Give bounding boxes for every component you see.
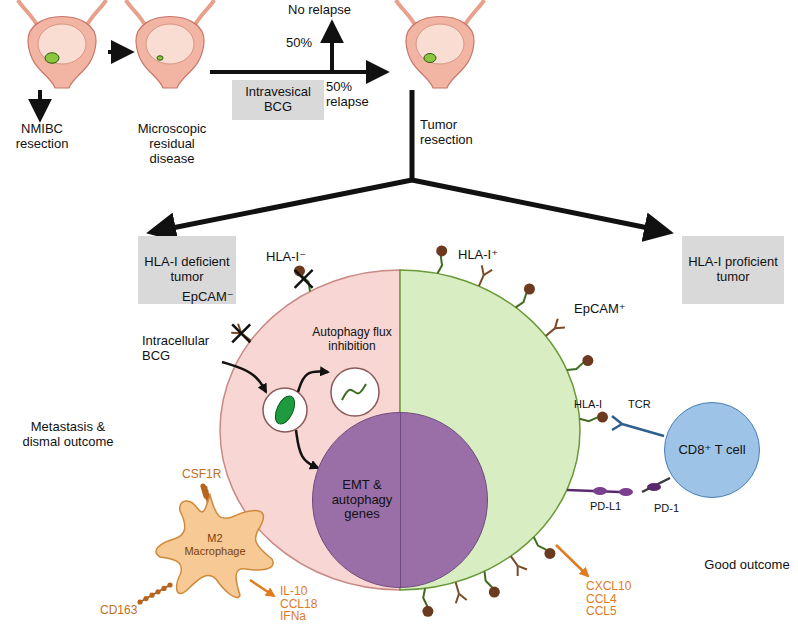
node-text: Intravesical BCG	[236, 85, 320, 115]
autophagosome-cargo	[342, 384, 366, 400]
arrow	[298, 371, 328, 392]
cross-mark	[295, 270, 313, 288]
node-text: CD8⁺ T cell	[678, 443, 745, 458]
arrow	[296, 430, 318, 468]
hla-molecule	[567, 355, 593, 370]
pd-l1-molecule	[619, 488, 633, 496]
pd-l1-molecule	[593, 487, 607, 495]
label: HLA-I⁺	[458, 248, 498, 263]
bladder-illustration	[126, 0, 214, 88]
bladder-illustration	[396, 0, 484, 88]
branch-arrow	[412, 180, 668, 232]
epcam-molecule	[511, 556, 527, 576]
label: PD-L1	[590, 500, 621, 513]
cell-divider	[400, 413, 401, 587]
cytokine-arrow	[556, 545, 588, 576]
tcr-receptor	[622, 424, 664, 436]
label: PD-1	[654, 502, 679, 515]
epcam-molecule	[456, 582, 467, 603]
epcam-molecule	[546, 319, 565, 336]
label: CD163	[100, 604, 137, 618]
grey-box: Intravesical BCG	[232, 80, 324, 120]
pd-1-molecule	[647, 483, 661, 491]
label: HLA-I⁻	[266, 250, 306, 265]
branch-line	[410, 90, 415, 180]
label: Microscopic residual disease	[126, 122, 218, 167]
node-text: EMT & autophagy genes	[327, 478, 397, 523]
label: HLA-I	[574, 398, 602, 411]
nucleus: EMT & autophagy genes	[312, 412, 488, 588]
tcr-receptor	[612, 416, 622, 424]
tcr-receptor	[612, 424, 622, 430]
arrow	[38, 90, 42, 118]
label: EpCAM⁺	[574, 302, 626, 317]
bladder-illustration	[18, 0, 106, 88]
label: TCR	[628, 398, 651, 411]
label: Good outcome	[702, 558, 792, 573]
branch-arrow	[152, 180, 412, 232]
label: Metastasis & dismal outcome	[12, 420, 124, 450]
receptor-chain	[137, 582, 172, 604]
hla-molecule	[580, 412, 608, 423]
label: IL-10 CCL18 IFNa	[280, 585, 328, 623]
label: 50%	[286, 36, 312, 51]
pd-1-molecule	[642, 478, 670, 492]
label: 50% relapse	[326, 80, 384, 110]
epcam-molecule	[479, 265, 492, 286]
arrow	[108, 50, 130, 54]
hla-molecule	[516, 283, 535, 307]
node-text: M2 Macrophage	[184, 532, 246, 557]
label: NMIBC resection	[3, 122, 81, 152]
bcg-vesicle	[263, 388, 307, 432]
label: Tumor resection	[420, 118, 490, 148]
label: Intracellular BCG	[142, 334, 222, 364]
label: No relapse	[288, 3, 351, 18]
receptor-chain	[200, 483, 208, 498]
label: CXCL10 CCL4 CCL5	[586, 580, 641, 618]
bcg-bacterium	[271, 393, 298, 427]
arrow	[210, 70, 385, 74]
autophagosome	[331, 368, 379, 416]
label: Autophagy flux inhibition	[306, 326, 398, 354]
cytokine-arrow	[250, 580, 274, 596]
arrow	[222, 362, 266, 392]
m2-macrophage: M2 Macrophage	[150, 487, 280, 602]
grey-box: HLA-I proficient tumor	[682, 236, 784, 304]
hla-molecule	[436, 245, 447, 273]
label: CSF1R	[182, 468, 221, 482]
node-text: HLA-I proficient tumor	[686, 255, 780, 285]
cross-mark	[232, 324, 250, 342]
hla-molecule	[534, 537, 556, 559]
arrow	[330, 24, 334, 72]
t-cell: CD8⁺ T cell	[664, 402, 760, 498]
label: EpCAM⁻	[182, 290, 234, 305]
hla-molecule	[485, 571, 500, 597]
node-text: HLA-I deficient tumor	[142, 255, 232, 285]
hla-molecule	[422, 588, 433, 616]
